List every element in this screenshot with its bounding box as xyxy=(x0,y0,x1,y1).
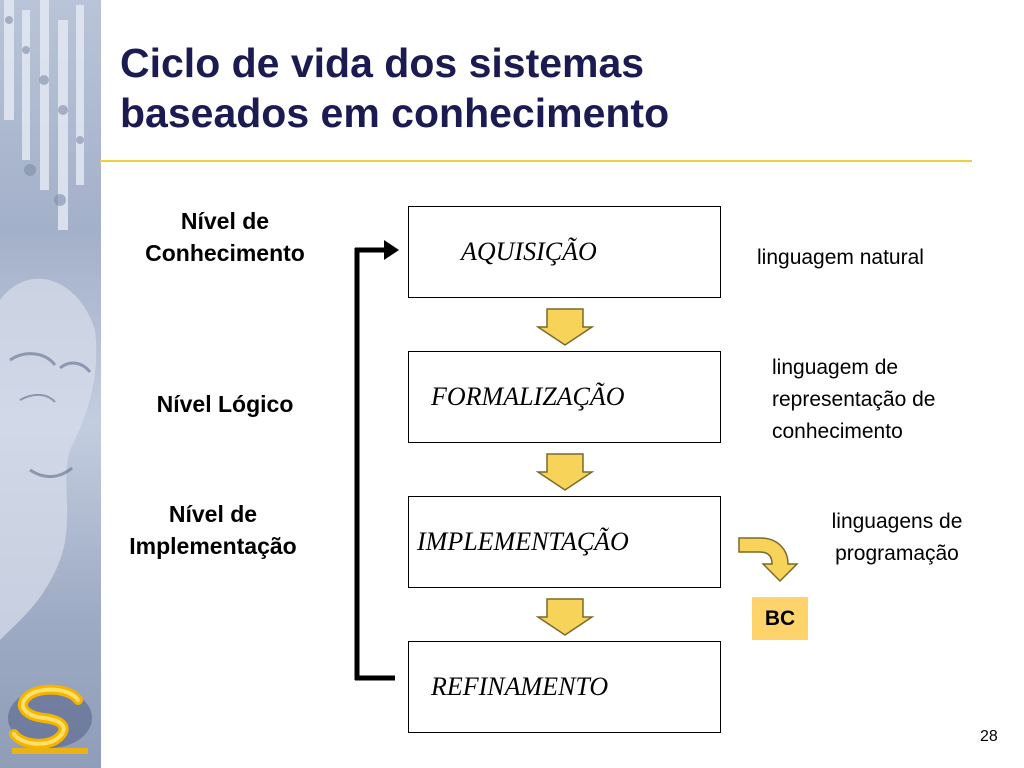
title-divider xyxy=(100,160,972,162)
description-implementacao: linguagens de programação xyxy=(797,506,997,570)
down-arrow-icon xyxy=(535,453,595,491)
feedback-bracket xyxy=(354,240,399,681)
stage-label: FORMALIZAÇÃO xyxy=(431,382,625,411)
logo-icon xyxy=(8,684,92,754)
arrow-head-icon xyxy=(384,240,399,260)
bc-badge: BC xyxy=(752,597,808,640)
level-label-logical: Nível Lógico xyxy=(100,388,350,420)
level-label-line: Nível de xyxy=(168,501,258,527)
description-line: linguagem de xyxy=(772,356,899,379)
level-label-implementation: Nível de Implementação xyxy=(88,498,338,562)
slide-title-line-2: baseados em conhecimento xyxy=(120,90,670,136)
description-line: conhecimento xyxy=(772,420,903,443)
down-arrow-icon xyxy=(535,308,595,346)
description-line: representação de xyxy=(772,388,936,411)
slide-title-line-1: Ciclo de vida dos sistemas xyxy=(120,40,645,86)
description-line: linguagens de xyxy=(831,510,963,533)
down-arrow-icon xyxy=(535,598,595,636)
stage-label: IMPLEMENTAÇÃO xyxy=(417,527,629,556)
description-line: linguagem natural xyxy=(757,246,924,269)
stage-box-refinamento: REFINAMENTO xyxy=(408,641,721,733)
level-label-line: Implementação xyxy=(129,533,297,559)
slide-title: Ciclo de vida dos sistemas baseados em c… xyxy=(120,38,1000,138)
sculpture-image xyxy=(0,0,97,754)
description-line: programação xyxy=(835,542,959,565)
stage-box-formalizacao: FORMALIZAÇÃO xyxy=(408,351,721,443)
stage-box-aquisicao: AQUISIÇÃO xyxy=(408,206,721,298)
stage-label: REFINAMENTO xyxy=(431,672,609,701)
level-label-line: Nível de xyxy=(180,208,270,234)
description-aquisicao: linguagem natural xyxy=(757,242,924,274)
stage-box-implementacao: IMPLEMENTAÇÃO xyxy=(408,496,721,588)
level-label-knowledge: Nível de Conhecimento xyxy=(100,205,350,269)
level-label-line: Nível Lógico xyxy=(156,391,294,417)
level-label-line: Conhecimento xyxy=(145,240,305,266)
page-number: 28 xyxy=(980,728,998,745)
stage-label: AQUISIÇÃO xyxy=(461,237,597,266)
description-formalizacao: linguagem de representação de conhecimen… xyxy=(772,352,935,448)
decorative-sidebar xyxy=(0,0,101,768)
curved-arrow-icon xyxy=(738,537,799,583)
